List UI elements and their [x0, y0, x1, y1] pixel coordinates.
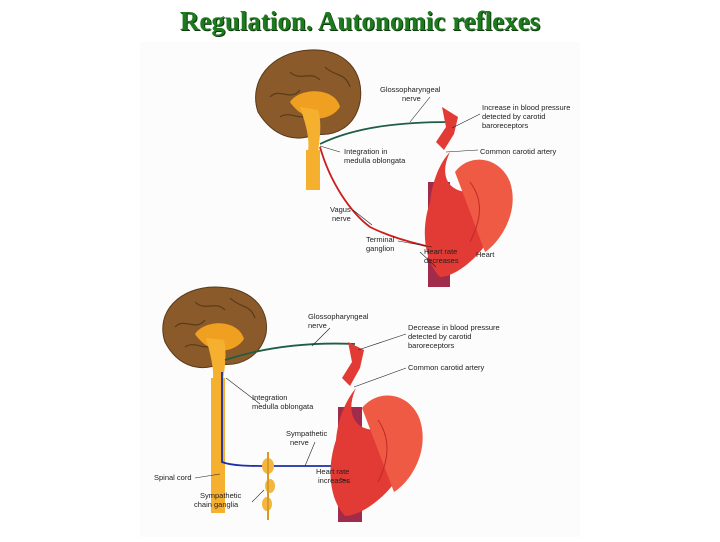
label-glossopharyngeal-bottom: Glossopharyngeal nerve: [308, 312, 371, 330]
label-spinal-cord: Spinal cord: [154, 473, 192, 482]
reflex-figure: Glossopharyngeal nerve Increase in blood…: [140, 42, 580, 537]
label-glossopharyngeal-top: Glossopharyngeal nerve: [380, 85, 443, 103]
label-integration-top: Integration in medulla oblongata: [344, 147, 406, 165]
label-bp-decrease: Decrease in blood pressure detected by c…: [408, 323, 502, 350]
label-heart-rate-decreases: Heart rate decreases: [424, 247, 459, 265]
slide-title: Regulation. Autonomic reflexes: [179, 6, 541, 36]
label-integration-bottom: Integration medulla oblongata: [252, 393, 314, 411]
label-sympathetic-nerve: Sympathetic nerve: [286, 429, 329, 447]
glossopharyngeal-nerve-bottom: [224, 342, 356, 361]
glossopharyngeal-nerve-top: [319, 121, 451, 145]
sympathetic-chain-ganglia: [262, 452, 275, 520]
label-sympathetic-chain-ganglia: Sympathetic chain ganglia: [194, 491, 243, 509]
pointer-lines-bottom: [194, 327, 407, 503]
vagus-nerve-line: [319, 146, 431, 248]
reflex-diagram: Glossopharyngeal nerve Increase in blood…: [140, 42, 580, 537]
label-carotid-bottom: Common carotid artery: [408, 363, 485, 372]
label-heart-rate-increases: Heart rate increases: [316, 467, 351, 485]
label-heart: Heart: [476, 250, 495, 259]
pointer-lines-top: [319, 96, 481, 268]
panel-increase-bp: Glossopharyngeal nerve Increase in blood…: [140, 42, 580, 292]
label-carotid-top: Common carotid artery: [480, 147, 557, 156]
label-terminal-ganglion: Terminal ganglion: [366, 235, 396, 253]
brain-illustration-top: [255, 49, 362, 190]
label-bp-increase: Increase in blood pressure detected by c…: [482, 103, 572, 130]
label-vagus: Vagus nerve: [330, 205, 353, 223]
panel-decrease-bp: Glossopharyngeal nerve Decrease in blood…: [140, 286, 580, 537]
brain-illustration-bottom: [162, 286, 267, 513]
heart-illustration-bottom: [330, 342, 423, 522]
